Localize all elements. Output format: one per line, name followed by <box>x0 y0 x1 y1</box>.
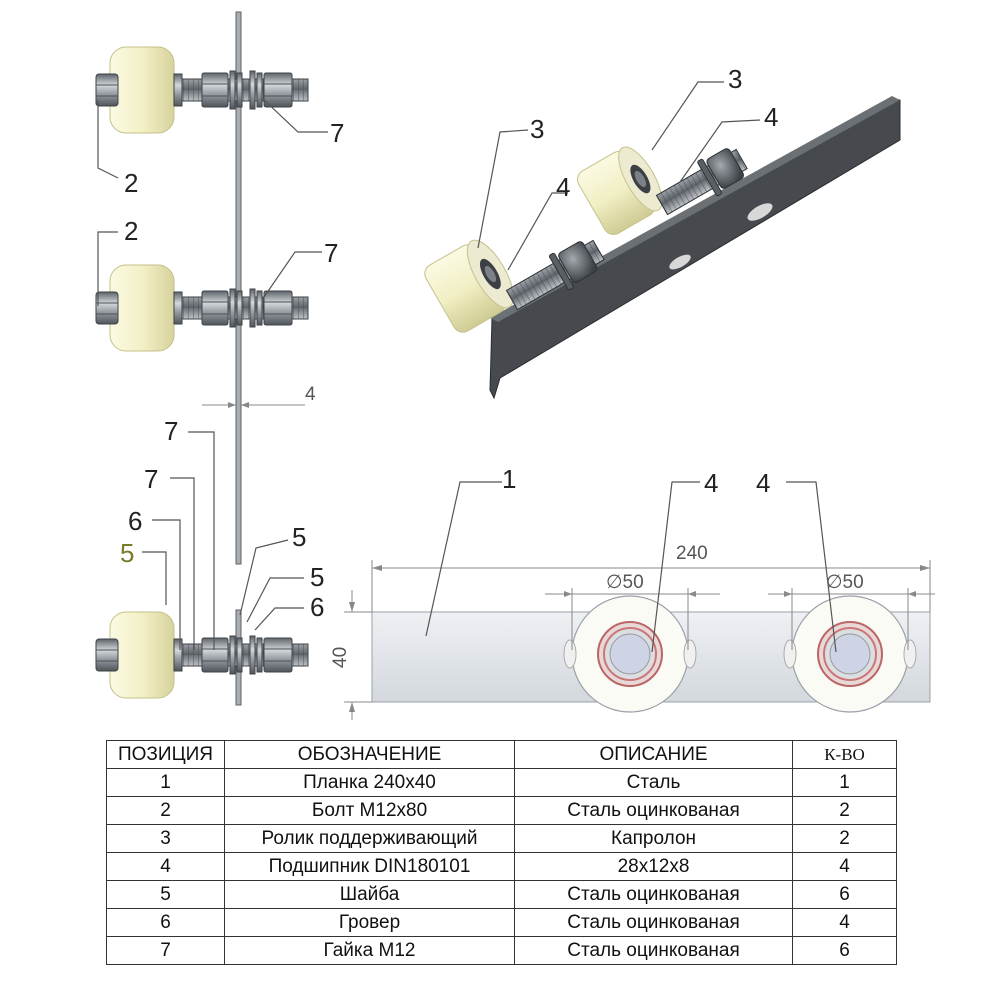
table-row: 1 Планка 240х40 Сталь 1 <box>106 768 897 797</box>
callout-bolt: 2 <box>124 168 138 198</box>
cell-quantity: 4 <box>792 908 897 937</box>
side-view: 4 7 2 2 7 7 7 6 5 5 5 6 <box>95 11 344 706</box>
callout-bearing: 4 <box>764 102 778 132</box>
assembly-drawing: 4 7 2 2 7 7 7 6 5 5 5 6 <box>95 11 935 720</box>
cell-designation: Болт М12х80 <box>224 796 515 825</box>
cell-designation: Гровер <box>224 908 515 937</box>
front-roller <box>563 595 697 713</box>
cell-quantity: 1 <box>792 768 897 797</box>
cell-quantity: 6 <box>792 880 897 909</box>
cell-description: Сталь оцинкованая <box>514 936 793 965</box>
cell-quantity: 6 <box>792 936 897 965</box>
column-header-quantity: К-ВО <box>792 740 897 769</box>
column-header-description: ОПИСАНИЕ <box>514 740 793 769</box>
callout-plate: 1 <box>502 464 516 494</box>
cell-quantity: 4 <box>792 852 897 881</box>
cell-designation: Планка 240х40 <box>224 768 515 797</box>
table-row: 4 Подшипник DIN180101 28х12х8 4 <box>106 852 897 881</box>
cell-description: 28х12х8 <box>514 852 793 881</box>
callout-washer: 5 <box>310 562 324 592</box>
callout-nut: 7 <box>164 416 178 446</box>
cell-designation: Гайка М12 <box>224 936 515 965</box>
cell-designation: Подшипник DIN180101 <box>224 852 515 881</box>
table-row: 3 Ролик поддерживающий Капролон 2 <box>106 824 897 853</box>
cell-description: Капролон <box>514 824 793 853</box>
table-row: 5 Шайба Сталь оцинкованая 6 <box>106 880 897 909</box>
table-header-row: ПОЗИЦИЯ ОБОЗНАЧЕНИЕ ОПИСАНИЕ К-ВО <box>106 740 897 769</box>
callout-nut: 7 <box>330 118 344 148</box>
callout-lock-washer: 6 <box>128 506 142 536</box>
cell-description: Сталь оцинкованая <box>514 908 793 937</box>
cell-designation: Шайба <box>224 880 515 909</box>
callout-bearing: 4 <box>704 468 718 498</box>
cell-position: 5 <box>106 880 225 909</box>
cell-position: 3 <box>106 824 225 853</box>
roller-diameter-dimension: ∅50 <box>606 572 644 593</box>
callout-lock-washer: 6 <box>310 592 324 622</box>
callout-washer: 5 <box>120 538 134 568</box>
table-row: 6 Гровер Сталь оцинкованая 4 <box>106 908 897 937</box>
cell-position: 7 <box>106 936 225 965</box>
callout-bearing: 4 <box>756 468 770 498</box>
callout-roller: 3 <box>728 64 742 94</box>
front-view: 240 ∅50 ∅50 40 <box>330 464 935 720</box>
height-dimension: 40 <box>330 647 351 668</box>
column-header-position: ПОЗИЦИЯ <box>106 740 225 769</box>
cell-description: Сталь оцинкованая <box>514 880 793 909</box>
cell-position: 1 <box>106 768 225 797</box>
cell-quantity: 2 <box>792 796 897 825</box>
parts-table: ПОЗИЦИЯ ОБОЗНАЧЕНИЕ ОПИСАНИЕ К-ВО 1 План… <box>106 740 897 965</box>
cell-position: 2 <box>106 796 225 825</box>
roller-diameter-dimension: ∅50 <box>826 572 864 593</box>
callout-bearing: 4 <box>556 172 570 202</box>
callout-nut: 7 <box>144 464 158 494</box>
callout-washer: 5 <box>292 522 306 552</box>
callout-nut: 7 <box>324 238 338 268</box>
callout-bolt: 2 <box>124 216 138 246</box>
cell-description: Сталь <box>514 768 793 797</box>
cell-description: Сталь оцинкованая <box>514 796 793 825</box>
table-row: 7 Гайка М12 Сталь оцинкованая 6 <box>106 936 897 965</box>
callout-roller: 3 <box>530 114 544 144</box>
cell-position: 6 <box>106 908 225 937</box>
cell-quantity: 2 <box>792 824 897 853</box>
cell-position: 4 <box>106 852 225 881</box>
thickness-dimension: 4 <box>305 384 316 405</box>
length-dimension: 240 <box>676 543 708 564</box>
table-row: 2 Болт М12х80 Сталь оцинкованая 2 <box>106 796 897 825</box>
cell-designation: Ролик поддерживающий <box>224 824 515 853</box>
column-header-designation: ОБОЗНАЧЕНИЕ <box>224 740 515 769</box>
isometric-view: 3 4 3 4 <box>424 64 901 400</box>
